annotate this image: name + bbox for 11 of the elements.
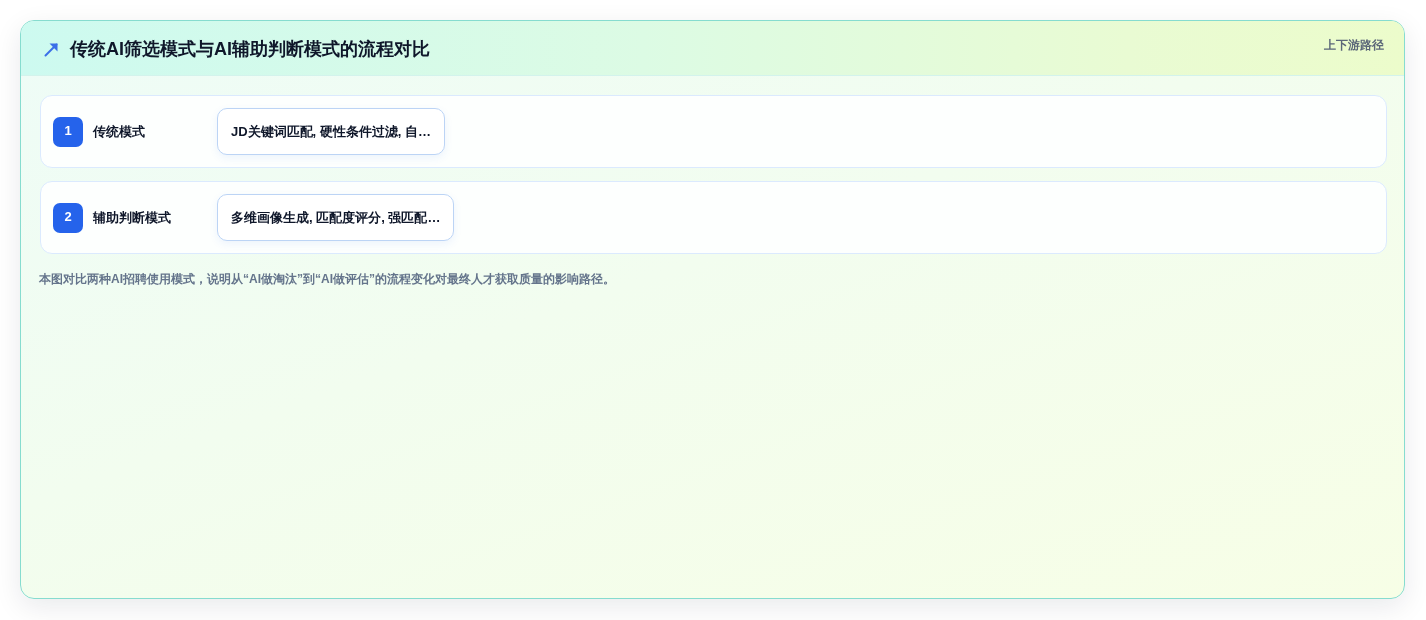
title: 传统AI筛选模式与AI辅助判断模式的流程对比	[70, 38, 430, 61]
header-note: 上下游路径	[1324, 37, 1384, 53]
tag-box: 多维画像生成, 匹配度评分, 强匹配…	[217, 194, 455, 241]
row-label: 传统模式	[93, 123, 145, 141]
row-label: 辅助判断模式	[93, 209, 171, 227]
caption: 本图对比两种AI招聘使用模式，说明从“AI做淘汰”到“AI做评估”的流程变化对最终人才获取质量的影响路径。	[39, 271, 615, 287]
number-badge: 1	[53, 117, 83, 147]
row-card	[40, 181, 1387, 254]
number-badge: 2	[53, 203, 83, 233]
row-card	[40, 95, 1387, 168]
tag-box: JD关键词匹配, 硬性条件过滤, 自…	[217, 108, 446, 155]
